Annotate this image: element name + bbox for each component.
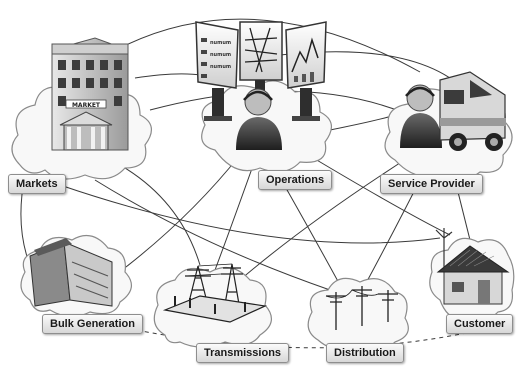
connector-operations-transmissions [214,159,256,271]
connector-markets-customer [59,184,441,244]
service-person-icon [400,84,442,148]
connector-generation-customer-dashed [89,319,481,349]
label-transmissions: Transmissions [196,343,290,363]
monitor-grid-map-icon [239,21,283,81]
market-building-icon: MARKET [51,37,129,151]
market-sign: MARKET [72,102,101,109]
label-distribution: Distribution [326,343,404,363]
operations-center-icon: numum numum numum [195,21,327,150]
label-bulk-generation: Bulk Generation [42,314,143,334]
bulk-generation-dam-icon [29,238,113,307]
label-customer: Customer [446,314,514,334]
connector-markets-service-top [119,18,421,73]
label-operations: Operations [258,170,333,190]
operator-person-icon [236,88,282,150]
connector-markets-transmissions [119,164,201,266]
svg-text:numum: numum [210,64,231,70]
cloud-distribution [307,277,409,352]
service-truck-icon [439,71,506,151]
distribution-pole-icon [325,286,398,330]
wind-turbine-icon [435,228,453,270]
connector-operations-service [329,114,396,131]
service-provider-icon [400,71,506,151]
connector-markets-distribution [94,179,331,291]
connection-lines [20,18,481,349]
label-markets: Markets [8,174,66,194]
monitor-data-icon: numum numum numum [195,21,239,89]
customer-house-icon [435,228,510,305]
svg-text:numum: numum [210,40,231,46]
connector-service-transmissions [239,149,421,281]
monitor-chart-icon [285,21,327,89]
transmission-tower-icon [162,263,268,323]
label-service-provider: Service Provider [380,174,483,194]
connector-operations-customer [299,149,451,236]
svg-text:numum: numum [210,52,231,58]
